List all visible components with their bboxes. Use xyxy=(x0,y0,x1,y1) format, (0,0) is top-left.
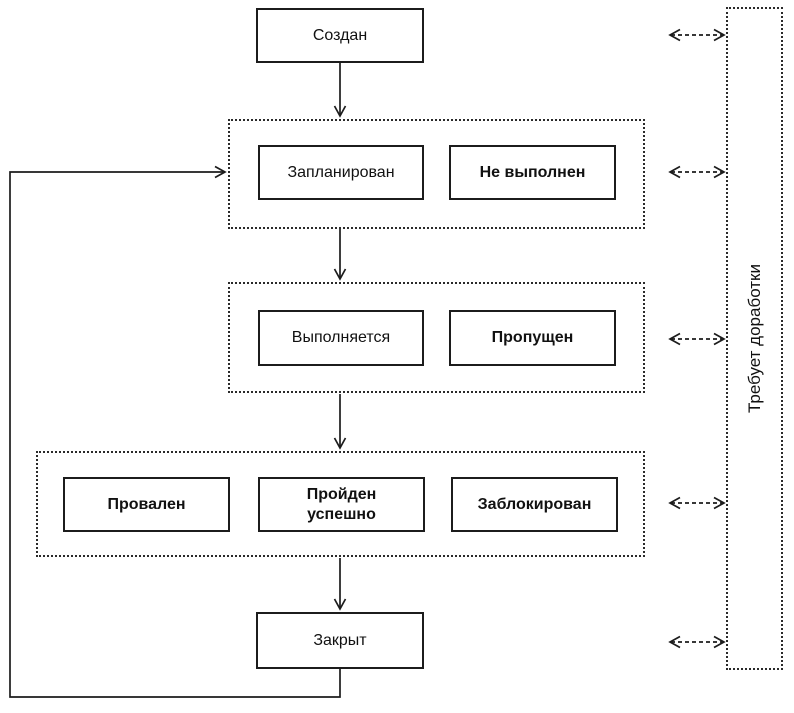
node-not-executed: Не выполнен xyxy=(449,145,616,200)
node-not-executed-label: Не выполнен xyxy=(479,163,586,181)
node-failed: Провален xyxy=(63,477,230,532)
group-planning: Запланирован Не выполнен xyxy=(228,119,645,229)
rework-panel: Требует доработки xyxy=(726,7,783,670)
node-planned-label: Запланирован xyxy=(287,163,395,181)
node-planned: Запланирован xyxy=(258,145,424,200)
node-created: Создан xyxy=(256,8,424,63)
node-blocked-label: Заблокирован xyxy=(477,495,592,513)
node-in-progress-label: Выполняется xyxy=(291,329,391,346)
node-skipped-label: Пропущен xyxy=(491,329,574,346)
node-in-progress: Выполняется xyxy=(258,310,424,366)
node-passed-label: Пройден успешно xyxy=(306,485,377,523)
node-closed: Закрыт xyxy=(256,612,424,669)
node-passed: Пройден успешно xyxy=(258,477,425,532)
node-closed-label: Закрыт xyxy=(313,631,367,649)
group-results: Провален Пройден успешно Заблокирован xyxy=(36,451,645,557)
rework-panel-label: Требует доработки xyxy=(744,263,764,414)
node-failed-label: Провален xyxy=(107,495,186,513)
node-blocked: Заблокирован xyxy=(451,477,618,532)
node-created-label: Создан xyxy=(312,26,368,44)
node-skipped: Пропущен xyxy=(449,310,616,366)
group-execution: Выполняется Пропущен xyxy=(228,282,645,393)
